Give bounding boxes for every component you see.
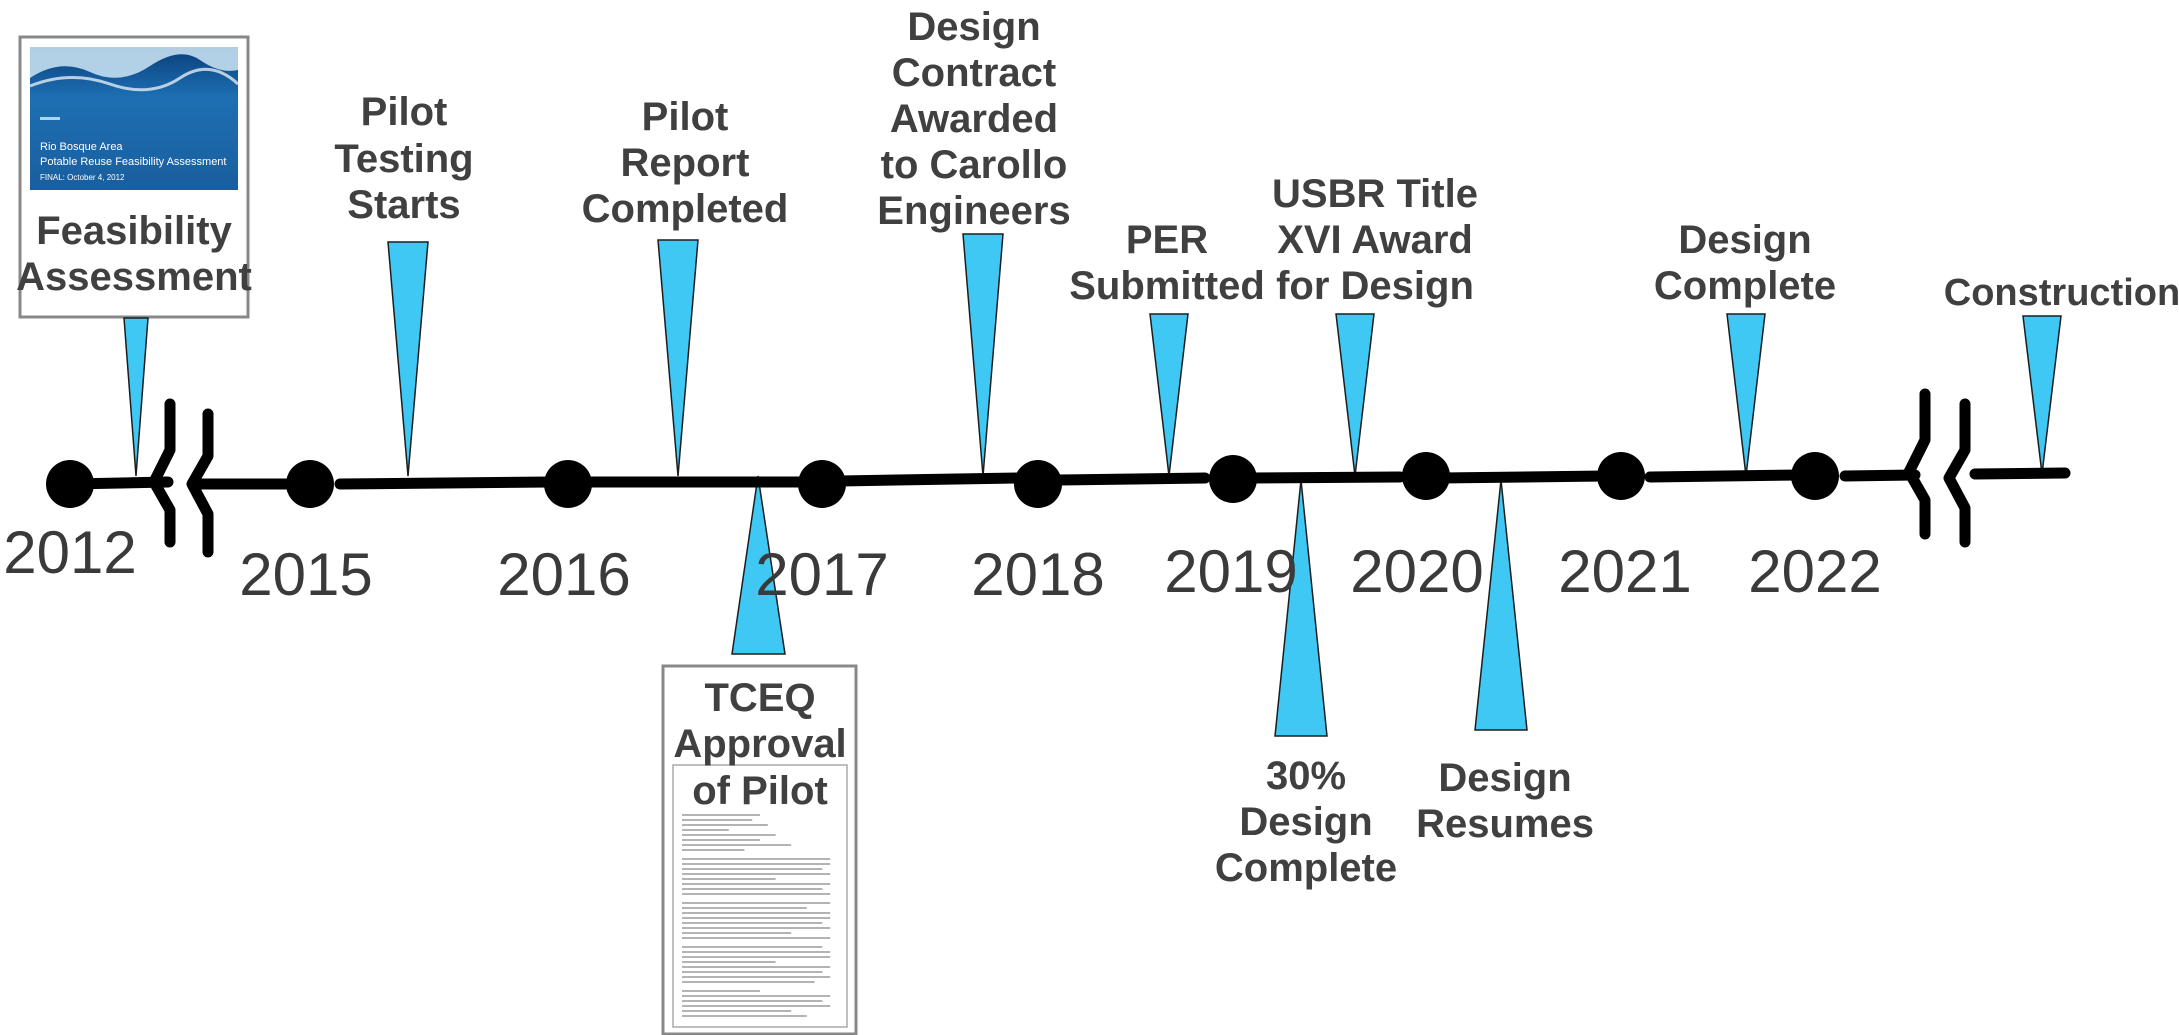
year-label: 2020 [1350,538,1483,605]
break-marks [148,388,1971,558]
event-usbr-line: XVI Award [1277,218,1473,262]
event-pilot-report-line: Completed [582,187,789,231]
cover-line-2: Potable Reuse Feasibility Assessment [40,156,226,168]
pointer-design-contract [962,233,1004,477]
feasibility-card: Rio Bosque Area Potable Reuse Feasibilit… [16,35,252,319]
year-label: 2021 [1558,538,1691,605]
event-per-line: Submitted [1069,264,1265,308]
feasibility-cover-image: Rio Bosque Area Potable Reuse Feasibilit… [29,47,240,190]
event-construction-line: Construction [1944,272,2179,314]
pointer-pilot-report [657,239,699,477]
event-design-complete-line: Complete [1654,264,1836,308]
event-pilot-report-line: Report [621,141,750,185]
event-30-design-line: 30% [1266,754,1346,798]
event-30-design-line: Design [1239,800,1372,844]
dot-2019 [1209,455,1257,503]
event-design-contract-line: to Carollo [881,143,1068,187]
year-label: 2018 [971,541,1104,608]
timeline-line [64,467,2071,490]
tceq-card: TCEQ Approval of Pilot [661,664,858,1035]
dot-2015 [286,460,334,508]
event-design-contract-line: Awarded [890,97,1058,141]
pointer-design-resumes [1474,479,1528,731]
pointer-construction [2022,315,2062,475]
event-labels-below: 30% Design Complete Design Resumes [1215,754,1594,890]
pointer-per [1149,313,1189,477]
feasibility-label-1: Feasibility [36,209,232,253]
year-label: 2015 [239,541,372,608]
pointers [123,233,2062,737]
event-pilot-testing-line: Starts [347,183,460,227]
event-usbr-line: USBR Title [1272,172,1478,216]
cover-line-1: Rio Bosque Area [40,141,123,153]
dot-2012 [46,460,94,508]
dot-2021 [1597,452,1645,500]
tceq-letter-image [672,764,848,1028]
dot-2020 [1402,452,1450,500]
event-design-contract-line: Design [907,5,1040,49]
cover-line-3: FINAL: October 4, 2012 [40,173,125,182]
event-design-resumes-line: Design [1438,756,1571,800]
event-design-contract-line: Engineers [877,189,1070,233]
feasibility-label-2: Assessment [16,255,252,299]
pointer-30-design [1274,479,1328,737]
event-labels-above: Pilot Testing Starts Pilot Report Comple… [334,5,2179,314]
dot-2018 [1014,460,1062,508]
event-design-contract-line: Contract [892,51,1056,95]
year-label: 2017 [755,541,888,608]
event-30-design-line: Complete [1215,846,1397,890]
dot-2016 [544,460,592,508]
year-labels: 2012 2015 2016 2017 2018 2019 2020 2021 … [3,519,1881,608]
event-pilot-testing-line: Pilot [361,90,448,134]
tceq-label-1: TCEQ [704,676,815,720]
year-label: 2022 [1748,538,1881,605]
dot-2022 [1791,452,1839,500]
tceq-label-3: of Pilot [692,769,828,813]
dot-2017 [798,460,846,508]
event-pilot-report-line: Pilot [642,95,729,139]
event-usbr-line: for Design [1276,264,1474,308]
event-per-line: PER [1126,218,1208,262]
pointer-pilot-testing [387,241,429,477]
event-design-complete-line: Design [1678,218,1811,262]
pointer-usbr [1335,313,1375,477]
event-design-resumes-line: Resumes [1416,802,1594,846]
year-dots [46,452,1839,508]
year-label: 2019 [1164,538,1297,605]
pointer-feasibility [123,317,149,477]
year-label: 2012 [3,519,136,586]
tceq-label-2: Approval [673,722,846,766]
year-label: 2016 [497,541,630,608]
event-pilot-testing-line: Testing [334,137,473,181]
pointer-tceq [731,475,786,655]
pointer-design-complete [1726,313,1766,477]
